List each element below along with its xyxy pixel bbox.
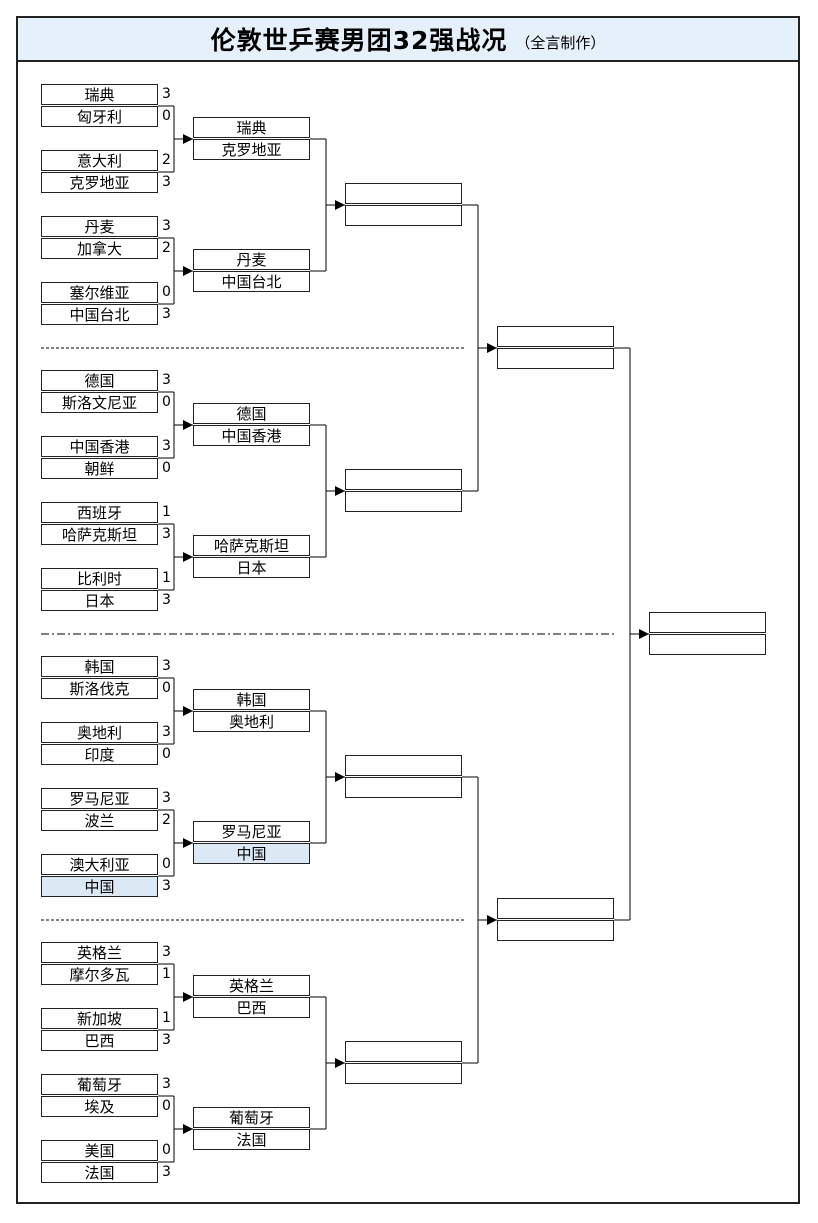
team-slot <box>345 1041 462 1062</box>
team-box: 日本 <box>41 590 158 611</box>
team-box: 摩尔多瓦 <box>41 964 158 985</box>
team-box: 罗马尼亚 <box>41 788 158 809</box>
team-box: 波兰 <box>41 810 158 831</box>
team-box: 中国台北 <box>41 304 158 325</box>
team-score: 3 <box>162 438 171 454</box>
team-slot <box>497 898 614 919</box>
team-score: 0 <box>162 1142 171 1158</box>
team-score: 1 <box>162 504 171 520</box>
team-box: 埃及 <box>41 1096 158 1117</box>
team-box: 比利时 <box>41 568 158 589</box>
team-score: 3 <box>162 526 171 542</box>
page-subtitle: （全言制作） <box>515 33 606 52</box>
team-slot: 中国香港 <box>193 425 310 446</box>
team-score: 3 <box>162 218 171 234</box>
team-box: 新加坡 <box>41 1008 158 1029</box>
team-box: 朝鲜 <box>41 458 158 479</box>
page-title: 伦敦世乒赛男团32强战况 <box>210 26 508 55</box>
team-slot: 法国 <box>193 1129 310 1150</box>
team-box: 印度 <box>41 744 158 765</box>
team-slot: 哈萨克斯坦 <box>193 535 310 556</box>
team-score: 0 <box>162 680 171 696</box>
team-score: 3 <box>162 306 171 322</box>
team-slot: 克罗地亚 <box>193 139 310 160</box>
team-score: 3 <box>162 174 171 190</box>
team-slot: 巴西 <box>193 997 310 1018</box>
team-box: 哈萨克斯坦 <box>41 524 158 545</box>
team-score: 0 <box>162 856 171 872</box>
header-bar: 伦敦世乒赛男团32强战况 （全言制作） <box>16 16 800 62</box>
team-box: 巴西 <box>41 1030 158 1051</box>
team-score: 2 <box>162 240 171 256</box>
team-slot <box>497 920 614 941</box>
team-score: 3 <box>162 944 171 960</box>
team-slot: 英格兰 <box>193 975 310 996</box>
team-score: 0 <box>162 284 171 300</box>
team-slot <box>345 777 462 798</box>
team-box: 西班牙 <box>41 502 158 523</box>
team-box: 匈牙利 <box>41 106 158 127</box>
team-slot: 丹麦 <box>193 249 310 270</box>
team-slot: 中国台北 <box>193 271 310 292</box>
team-slot <box>497 326 614 347</box>
team-box: 塞尔维亚 <box>41 282 158 303</box>
team-score: 0 <box>162 108 171 124</box>
team-score: 3 <box>162 86 171 102</box>
team-slot <box>345 183 462 204</box>
team-box: 斯洛文尼亚 <box>41 392 158 413</box>
team-score: 1 <box>162 570 171 586</box>
team-score: 3 <box>162 724 171 740</box>
team-box: 瑞典 <box>41 84 158 105</box>
team-slot: 奥地利 <box>193 711 310 732</box>
team-score: 2 <box>162 812 171 828</box>
team-box: 克罗地亚 <box>41 172 158 193</box>
team-slot: 葡萄牙 <box>193 1107 310 1128</box>
team-box: 丹麦 <box>41 216 158 237</box>
team-slot <box>649 634 766 655</box>
team-slot <box>345 755 462 776</box>
team-box: 韩国 <box>41 656 158 677</box>
team-box: 美国 <box>41 1140 158 1161</box>
team-score: 1 <box>162 1010 171 1026</box>
team-box: 斯洛伐克 <box>41 678 158 699</box>
team-score: 1 <box>162 966 171 982</box>
team-score: 3 <box>162 592 171 608</box>
team-box: 英格兰 <box>41 942 158 963</box>
team-box: 中国香港 <box>41 436 158 457</box>
team-score: 3 <box>162 878 171 894</box>
team-slot: 瑞典 <box>193 117 310 138</box>
team-box: 意大利 <box>41 150 158 171</box>
team-score: 3 <box>162 1032 171 1048</box>
team-score: 0 <box>162 1098 171 1114</box>
team-score: 3 <box>162 790 171 806</box>
team-slot: 韩国 <box>193 689 310 710</box>
team-slot: 中国 <box>193 843 310 864</box>
team-score: 0 <box>162 746 171 762</box>
team-score: 3 <box>162 1164 171 1180</box>
team-score: 3 <box>162 372 171 388</box>
team-box: 德国 <box>41 370 158 391</box>
team-score: 3 <box>162 658 171 674</box>
team-box: 中国 <box>41 876 158 897</box>
team-slot: 日本 <box>193 557 310 578</box>
team-slot: 德国 <box>193 403 310 424</box>
team-slot <box>345 491 462 512</box>
team-slot <box>345 1063 462 1084</box>
team-slot <box>345 205 462 226</box>
team-box: 法国 <box>41 1162 158 1183</box>
team-box: 葡萄牙 <box>41 1074 158 1095</box>
team-box: 澳大利亚 <box>41 854 158 875</box>
team-score: 0 <box>162 460 171 476</box>
team-box: 奥地利 <box>41 722 158 743</box>
team-score: 2 <box>162 152 171 168</box>
team-slot <box>345 469 462 490</box>
team-slot <box>649 612 766 633</box>
team-slot: 罗马尼亚 <box>193 821 310 842</box>
team-slot <box>497 348 614 369</box>
team-score: 3 <box>162 1076 171 1092</box>
team-box: 加拿大 <box>41 238 158 259</box>
team-score: 0 <box>162 394 171 410</box>
